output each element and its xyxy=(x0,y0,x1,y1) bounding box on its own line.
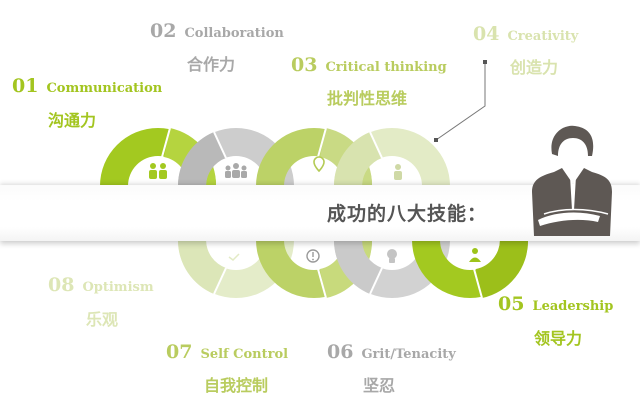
creativity-connector xyxy=(434,60,487,142)
skill-cn-collaboration: 合作力 xyxy=(187,55,236,74)
leader-icon xyxy=(469,248,481,262)
skill-cn-optimism: 乐观 xyxy=(86,310,119,329)
person-bulb-icon xyxy=(394,164,402,180)
person-icon xyxy=(532,125,612,236)
skill-cn-communication: 沟通力 xyxy=(48,111,97,130)
skill-cn-leadership: 领导力 xyxy=(534,329,583,348)
lightbulb-icon xyxy=(387,249,397,263)
info-circle-icon xyxy=(306,249,320,263)
skill-cn-critical-thinking: 批判性思维 xyxy=(327,89,408,108)
ring-leadership xyxy=(412,240,529,299)
skill-cn-grit: 坚忍 xyxy=(363,376,396,395)
skill-cn-creativity: 创造力 xyxy=(510,58,559,77)
page-title: 成功的八大技能： xyxy=(327,203,488,225)
location-pin-icon xyxy=(313,156,325,173)
check-icon xyxy=(228,253,240,261)
ring-creativity xyxy=(333,128,450,186)
people-pair-icon xyxy=(149,163,167,179)
group-icon xyxy=(225,163,247,178)
skill-cn-self-control: 自我控制 xyxy=(204,376,269,395)
